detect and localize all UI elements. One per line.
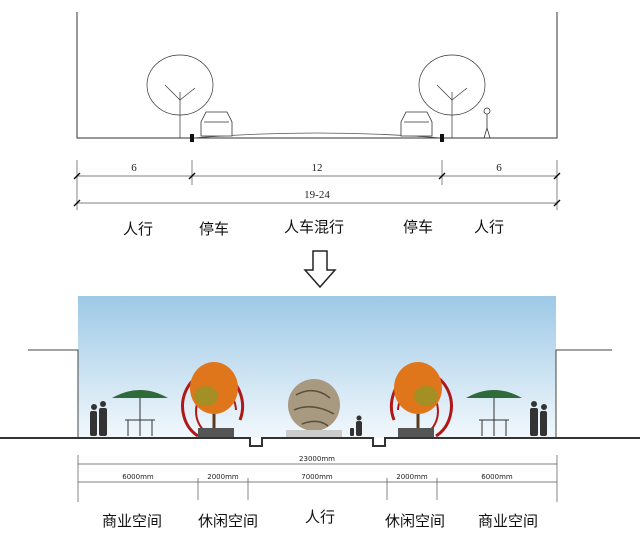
down-arrow-icon (303, 250, 337, 289)
dimension-label: 6 (496, 162, 502, 174)
bottom-dimension-lines (77, 455, 558, 502)
dimension-label: 12 (312, 162, 323, 174)
zone-label: 商业空间 (478, 512, 538, 530)
existing-street-section (76, 12, 558, 142)
umbrella-left (112, 390, 168, 436)
zone-label: 人行 (305, 508, 335, 526)
people-left (90, 401, 107, 436)
dimension-label: 2000mm (207, 473, 239, 481)
proposed-street-section (0, 296, 640, 447)
zone-label: 人行 (474, 218, 504, 236)
total-dimension-label: 23000mm (299, 455, 335, 463)
dimension-label: 6 (131, 162, 137, 174)
zone-label: 人行 (123, 220, 153, 238)
dimension-label: 6000mm (122, 473, 154, 481)
car-left (200, 111, 233, 137)
tree-left (146, 54, 214, 138)
tree-right-flowering (394, 362, 442, 437)
zone-label: 停车 (403, 218, 433, 236)
people-right (530, 401, 547, 436)
zone-label: 休闲空间 (385, 512, 445, 530)
dimension-label: 7000mm (301, 473, 333, 481)
pedestrian (483, 107, 491, 139)
zone-label: 停车 (199, 220, 229, 238)
sphere-sculpture (286, 379, 342, 437)
umbrella-right (466, 390, 522, 436)
zone-label: 人车混行 (284, 218, 344, 236)
total-dimension-label: 19-24 (304, 189, 330, 201)
dimension-label: 2000mm (396, 473, 428, 481)
tree-left-flowering (190, 362, 238, 437)
dimension-label: 6000mm (481, 473, 513, 481)
zone-label: 休闲空间 (198, 512, 258, 530)
people-center (350, 415, 362, 436)
car-right (400, 111, 433, 137)
zone-label: 商业空间 (102, 512, 162, 530)
tree-right (418, 54, 486, 138)
top-dimension-lines (73, 160, 561, 210)
